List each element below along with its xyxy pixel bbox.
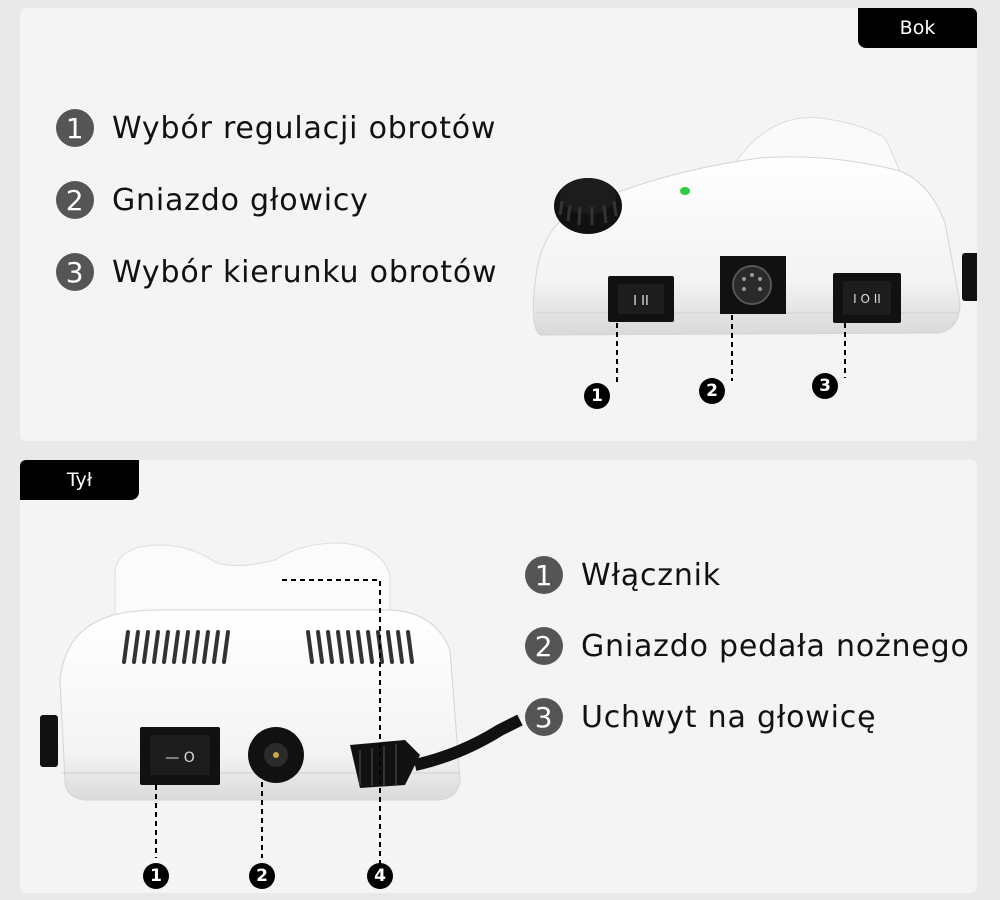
back-view-panel: Tył [20, 460, 977, 893]
cable-plug-icon [350, 714, 523, 788]
side-callout-1: 1 [584, 383, 610, 409]
side-callout-3: 3 [812, 373, 838, 399]
number-badge: 3 [525, 698, 563, 736]
side-feature-3: 3 Wybór kierunku obrotów [56, 253, 497, 291]
number-badge: 1 [56, 109, 94, 147]
number-badge: 2 [525, 627, 563, 665]
side-feature-1: 1 Wybór regulacji obrotów [56, 109, 496, 147]
back-callout-2: 2 [249, 863, 275, 889]
direction-switch-icon: I O II [833, 273, 901, 323]
knob-icon [554, 178, 622, 234]
dc-jack-icon [248, 727, 304, 783]
feature-label: Wybór regulacji obrotów [112, 110, 497, 146]
side-view-panel: Bok 1 Wybór regulacji obrotów 2 Gniazdo … [20, 8, 977, 441]
device-back-illustration: — O [40, 542, 523, 870]
back-callout-4: 4 [367, 863, 393, 889]
number-badge: 1 [525, 556, 563, 594]
side-callout-2: 2 [699, 378, 725, 404]
feature-label: Włącznik [581, 557, 721, 593]
back-tag: Tył [20, 460, 139, 500]
din-socket-icon [720, 256, 786, 314]
power-switch-text: — O [165, 750, 194, 766]
side-tag: Bok [858, 8, 977, 48]
vent-grille-right [306, 630, 414, 664]
feature-label: Uchwyt na głowicę [581, 699, 877, 735]
back-feature-2: 2 Gniazdo pedała nożnego [525, 627, 970, 665]
side-feature-2: 2 Gniazdo głowicy [56, 181, 369, 219]
back-feature-3: 3 Uchwyt na głowicę [525, 698, 876, 736]
rocker-switch-text: I II [633, 294, 649, 309]
feature-label: Gniazdo pedała nożnego [581, 628, 970, 664]
direction-switch-text: I O II [853, 292, 881, 306]
power-switch-icon: — O [140, 727, 220, 785]
feature-label: Wybór kierunku obrotów [112, 254, 498, 290]
number-badge: 3 [56, 253, 94, 291]
feature-label: Gniazdo głowicy [112, 182, 369, 218]
back-callout-1: 1 [143, 863, 169, 889]
device-side-illustration: I II I O II [532, 117, 977, 383]
number-badge: 2 [56, 181, 94, 219]
vent-grille-left [122, 630, 230, 664]
back-feature-1: 1 Włącznik [525, 556, 721, 594]
rocker-switch-icon: I II [608, 276, 674, 322]
